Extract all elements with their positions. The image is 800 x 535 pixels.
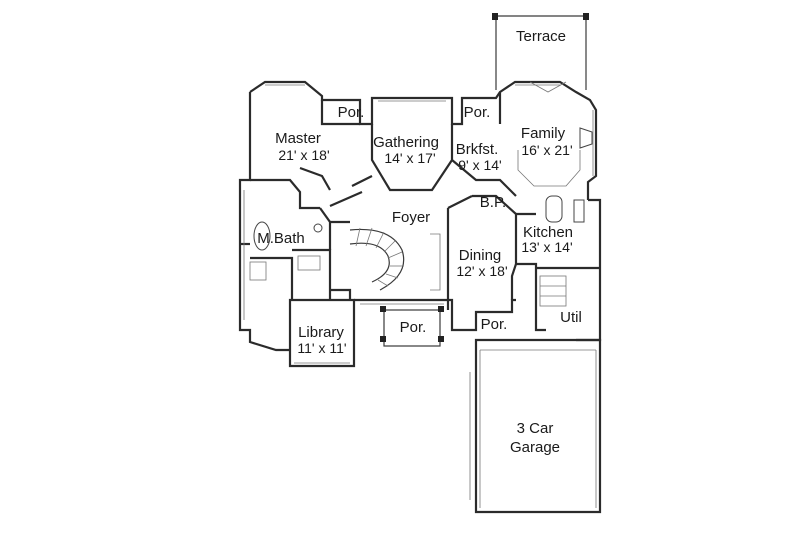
- dining-label: Dining: [459, 247, 502, 264]
- interior-walls: [240, 92, 538, 300]
- bp-label: B.P.: [480, 194, 506, 211]
- gathering-size: 14' x 17': [384, 150, 435, 166]
- exterior-walls: [238, 80, 602, 368]
- library-size: 11' x 11': [297, 340, 346, 356]
- front-porch: [380, 306, 444, 347]
- brkfst-size: 9' x 14': [458, 157, 501, 173]
- por-side-label: Por.: [481, 316, 508, 333]
- bath-fixtures: [249, 221, 323, 281]
- library-label: Library: [298, 324, 344, 341]
- por-front-label: Por.: [400, 319, 427, 336]
- window-lines: [243, 84, 594, 364]
- master-label: Master: [275, 130, 321, 147]
- por-master-label: Por.: [338, 104, 365, 121]
- terrace-label: Terrace: [516, 28, 566, 45]
- curved-stair: [349, 227, 441, 291]
- garage-label-line1: 3 Car: [517, 420, 554, 437]
- family-bay: [517, 81, 593, 187]
- terrace-outline: [492, 13, 589, 90]
- gathering-label: Gathering: [373, 134, 439, 151]
- garage-label-line2: Garage: [510, 439, 560, 456]
- kitchen-label: Kitchen: [523, 224, 573, 241]
- util-label: Util: [560, 309, 582, 326]
- brkfst-label: Brkfst.: [456, 141, 499, 158]
- master-size: 21' x 18': [278, 147, 329, 163]
- garage-outline: [469, 338, 602, 514]
- foyer-label: Foyer: [392, 209, 430, 226]
- family-label: Family: [521, 125, 566, 142]
- por-brkfst-label: Por.: [464, 104, 491, 121]
- kitchen-size: 13' x 14': [521, 239, 572, 255]
- mbath-label: M.Bath: [257, 230, 305, 247]
- dining-size: 12' x 18': [456, 263, 507, 279]
- family-size: 16' x 21': [521, 142, 572, 158]
- kitchen-fixtures: [539, 195, 585, 307]
